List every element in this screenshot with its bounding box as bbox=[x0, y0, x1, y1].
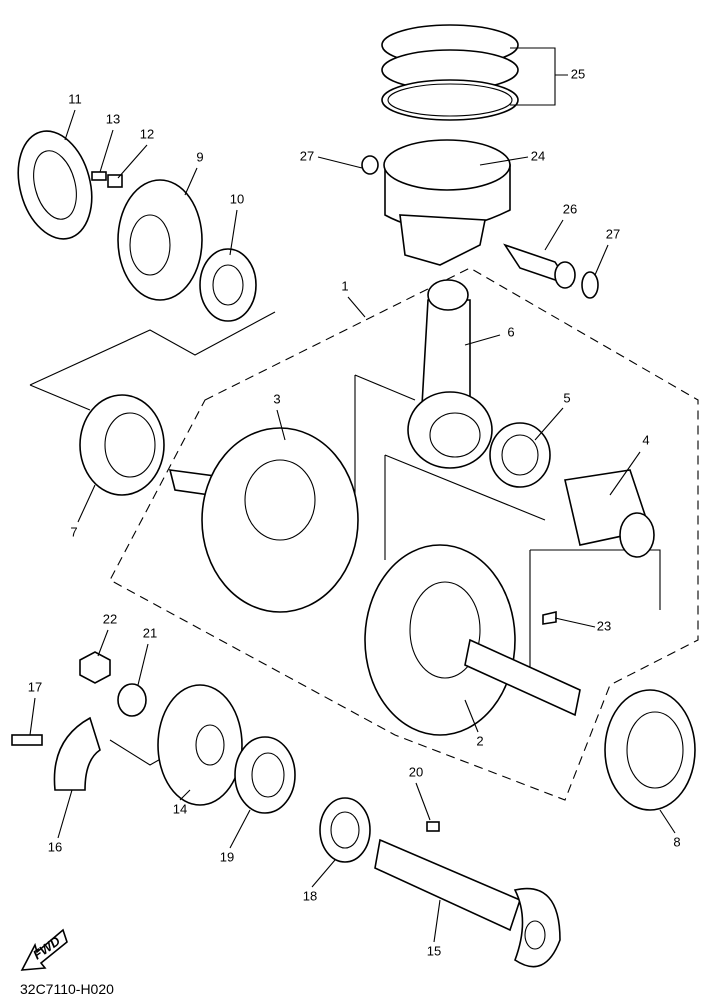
part-label-8: 8 bbox=[673, 834, 680, 849]
bearing bbox=[604, 689, 696, 811]
bolt bbox=[11, 734, 43, 746]
part-label-2: 2 bbox=[476, 733, 483, 748]
bearing bbox=[79, 394, 165, 496]
part-label-27-right: 27 bbox=[606, 226, 620, 241]
part-label-25: 25 bbox=[571, 66, 585, 81]
part-label-5: 5 bbox=[563, 390, 570, 405]
part-label-23: 23 bbox=[597, 618, 611, 633]
part-label-19: 19 bbox=[220, 849, 234, 864]
part-label-15: 15 bbox=[427, 943, 441, 958]
guide-lines bbox=[29, 311, 661, 766]
part-label-22: 22 bbox=[103, 611, 117, 626]
piston-pin bbox=[503, 243, 576, 289]
balancer-drive-gear bbox=[157, 684, 243, 806]
crankshaft-left bbox=[201, 427, 359, 613]
bearing bbox=[234, 736, 296, 814]
part-label-11: 11 bbox=[68, 91, 82, 106]
part-label-27-left: 27 bbox=[300, 148, 314, 163]
needle-bearing bbox=[319, 797, 371, 863]
balancer-weight bbox=[53, 716, 101, 791]
figure-code: 32C7110-H020 bbox=[20, 981, 114, 997]
part-label-14: 14 bbox=[173, 801, 187, 816]
part-label-7: 7 bbox=[70, 524, 77, 539]
woodruff-key bbox=[542, 610, 557, 625]
piston bbox=[383, 139, 511, 266]
crank-shaft-stub bbox=[464, 638, 581, 717]
forward-arrow-icon: FWD bbox=[20, 928, 68, 971]
part-label-18: 18 bbox=[303, 888, 317, 903]
crankshaft-right bbox=[364, 544, 516, 736]
part-label-24: 24 bbox=[531, 148, 545, 163]
balancer-shaft bbox=[374, 838, 521, 932]
part-label-20: 20 bbox=[409, 764, 423, 779]
part-label-26: 26 bbox=[563, 201, 577, 216]
circlip bbox=[361, 155, 379, 175]
plate bbox=[17, 130, 93, 240]
lock-washer bbox=[117, 683, 147, 717]
part-label-16: 16 bbox=[48, 839, 62, 854]
part-label-21: 21 bbox=[143, 625, 157, 640]
part-label-17: 17 bbox=[28, 679, 42, 694]
part-label-13: 13 bbox=[106, 111, 120, 126]
nut bbox=[79, 651, 111, 684]
leader-lines bbox=[29, 47, 676, 943]
spring bbox=[107, 174, 123, 188]
part-label-12: 12 bbox=[140, 126, 154, 141]
key bbox=[426, 821, 440, 832]
piston-rings bbox=[381, 24, 519, 121]
bearing bbox=[199, 248, 257, 322]
part-label-3: 3 bbox=[273, 391, 280, 406]
needle-bearing bbox=[489, 422, 551, 488]
circlip bbox=[581, 271, 599, 299]
part-label-6: 6 bbox=[507, 324, 514, 339]
part-label-4: 4 bbox=[642, 432, 649, 447]
part-label-1: 1 bbox=[341, 278, 348, 293]
part-label-10: 10 bbox=[230, 191, 244, 206]
pin bbox=[91, 171, 107, 181]
assembly-boundary bbox=[109, 267, 699, 801]
part-label-9: 9 bbox=[196, 149, 203, 164]
